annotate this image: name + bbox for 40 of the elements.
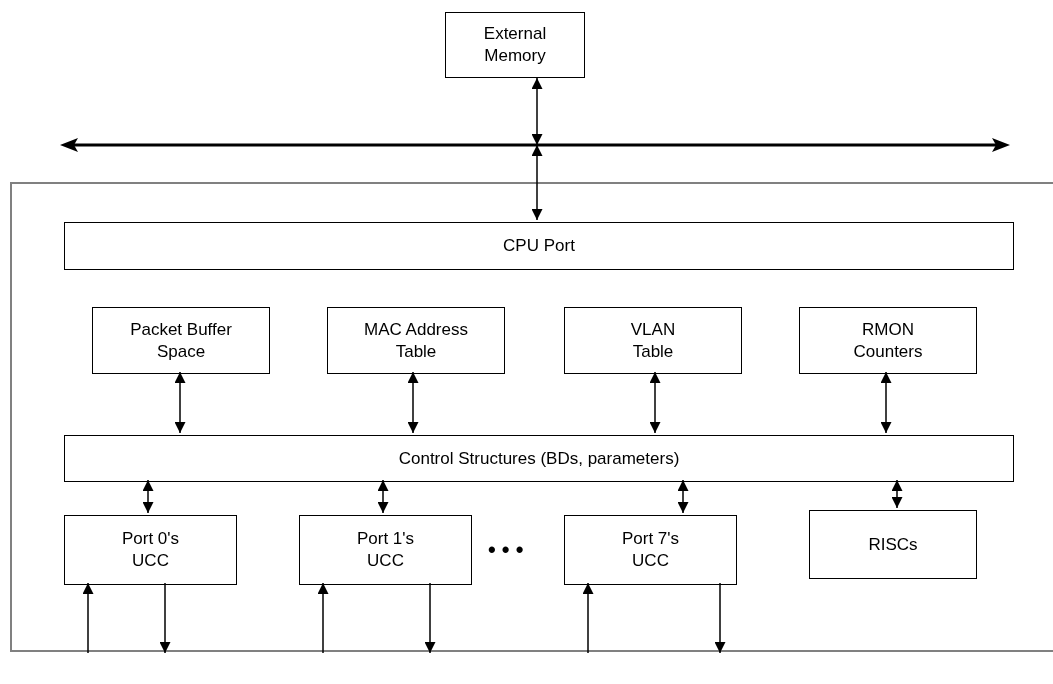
arrow (531, 144, 543, 221)
arrow (377, 479, 389, 514)
block-label: RISCs (868, 533, 918, 556)
block-box (799, 307, 977, 374)
arrow (424, 582, 436, 654)
block-label: Control Structures (BDs, parameters) (398, 447, 680, 470)
block-label: VLAN Table (629, 318, 677, 363)
block-label: Port 0's UCC (120, 528, 181, 572)
arrow (677, 479, 689, 514)
arrow (317, 582, 329, 654)
block-box (564, 307, 742, 374)
arrow (582, 582, 594, 654)
block-label: CPU Port (503, 235, 575, 257)
arrow (82, 582, 94, 654)
block-box (64, 435, 1014, 482)
block-label: MAC Address Table (363, 318, 469, 363)
arrow (531, 77, 543, 146)
ellipsis-dots: • • • (488, 536, 524, 564)
block-label: Packet Buffer Space (129, 318, 233, 363)
block-label: RMON Counters (852, 318, 924, 363)
arrow (142, 479, 154, 514)
block-box (809, 510, 977, 579)
block-box (299, 515, 472, 585)
block-label: External Memory (482, 23, 548, 67)
block-box (564, 515, 737, 585)
arrow (649, 371, 661, 434)
arrow (891, 479, 903, 509)
block-box (445, 12, 585, 78)
chip-outline (10, 182, 1053, 652)
block-label: Port 1's UCC (355, 528, 416, 572)
block-box (64, 515, 237, 585)
arrow (159, 582, 171, 654)
block-box (327, 307, 505, 374)
arrow (174, 371, 186, 434)
arrow (407, 371, 419, 434)
block-box (92, 307, 270, 374)
block-label: Port 7's UCC (620, 528, 681, 572)
arrow (714, 582, 726, 654)
block-box (64, 222, 1014, 270)
arrow (880, 371, 892, 434)
